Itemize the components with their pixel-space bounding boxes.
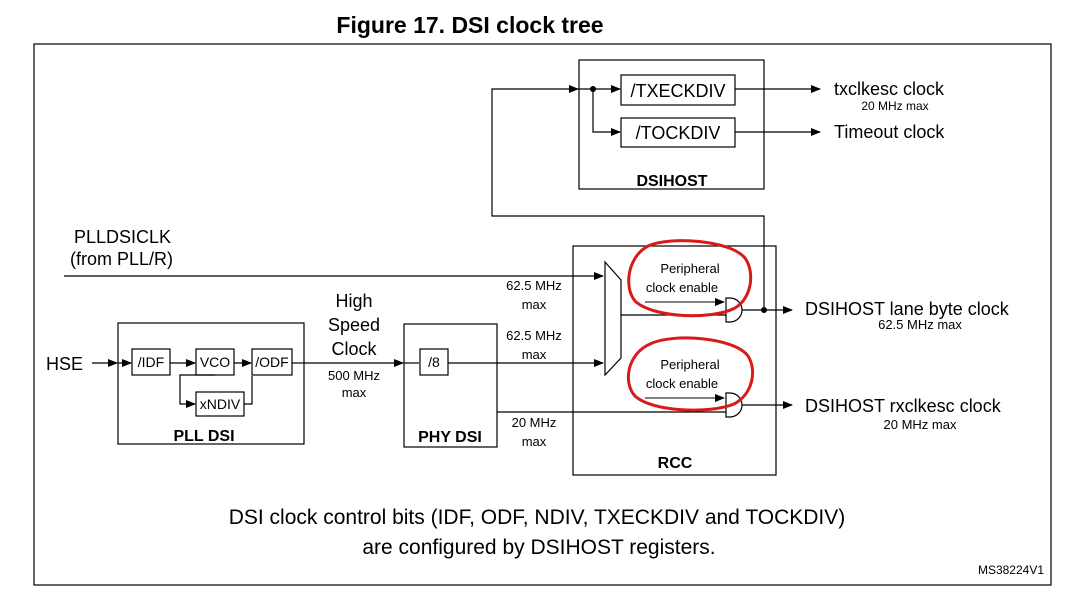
hs-clock-max: max (342, 385, 367, 400)
gate2-label-line2: clock enable (646, 376, 718, 391)
annotation-circle-2 (626, 336, 755, 412)
lane-byte-label: DSIHOST lane byte clock (805, 299, 1010, 319)
hs-clock-line2: Speed (328, 315, 380, 335)
txclkesc-max: 20 MHz max (861, 99, 928, 113)
rxclkesc-label: DSIHOST rxclkesc clock (805, 396, 1002, 416)
tockdiv-label: /TOCKDIV (636, 123, 721, 143)
idf-label: /IDF (138, 354, 164, 370)
freq-mid: 62.5 MHz (506, 328, 562, 343)
figure-ref: MS38224V1 (978, 563, 1044, 577)
caption-line2: are configured by DSIHOST registers. (362, 536, 715, 559)
figure-title: Figure 17. DSI clock tree (336, 12, 603, 38)
pll-dsi-title: PLL DSI (173, 428, 234, 445)
freq-top: 62.5 MHz (506, 278, 562, 293)
hs-clock-freq: 500 MHz (328, 368, 380, 383)
hse-label: HSE (46, 354, 83, 374)
idf-block (131, 348, 171, 376)
hs-clock-line3: Clock (331, 339, 377, 359)
txclkesc-label: txclkesc clock (834, 79, 945, 99)
ndiv-feedback-out (244, 376, 253, 405)
lane-byte-junction-dot (761, 307, 767, 313)
lane-byte-feedback-line (491, 85, 765, 308)
rxclkesc-max: 20 MHz max (884, 417, 957, 432)
rcc-box (572, 245, 777, 476)
pll-dsi-box (117, 322, 305, 445)
tockdiv-block (620, 117, 736, 148)
freq-low-max: max (522, 434, 547, 449)
timeout-label: Timeout clock (834, 122, 945, 142)
dsihost-box (578, 59, 765, 190)
dsihost-title: DSIHOST (636, 173, 707, 190)
gate1-label-line2: clock enable (646, 280, 718, 295)
clock-mux (604, 260, 622, 377)
plldsiclk-source: (from PLL/R) (70, 249, 173, 269)
annotation-circle-1 (627, 239, 753, 318)
freq-top-max: max (522, 297, 547, 312)
vco-block (195, 348, 235, 376)
gate1-label-line1: Peripheral (660, 261, 719, 276)
figure-frame (33, 43, 1052, 586)
ndiv-label: xNDIV (200, 396, 241, 412)
ndiv-block (195, 391, 245, 417)
phy-dsi-box (403, 323, 498, 448)
lane-byte-max: 62.5 MHz max (878, 317, 962, 332)
freq-mid-max: max (522, 347, 547, 362)
ndiv-feedback-in (179, 374, 215, 408)
div8-block (419, 348, 449, 376)
txeckdiv-block (620, 74, 736, 106)
div8-label: /8 (428, 354, 440, 370)
gate2-label-line1: Peripheral (660, 357, 719, 372)
vco-label: VCO (200, 354, 230, 370)
tockdiv-input-line (592, 89, 621, 136)
odf-block (251, 348, 293, 376)
txeckdiv-label: /TXECKDIV (630, 81, 725, 101)
phy-dsi-title: PHY DSI (418, 429, 482, 446)
plldsiclk-label: PLLDSICLK (74, 227, 171, 247)
rcc-title: RCC (658, 455, 693, 472)
freq-low: 20 MHz (512, 415, 557, 430)
caption-line1: DSI clock control bits (IDF, ODF, NDIV, … (229, 506, 846, 529)
odf-label: /ODF (255, 354, 288, 370)
hs-clock-line1: High (335, 291, 372, 311)
